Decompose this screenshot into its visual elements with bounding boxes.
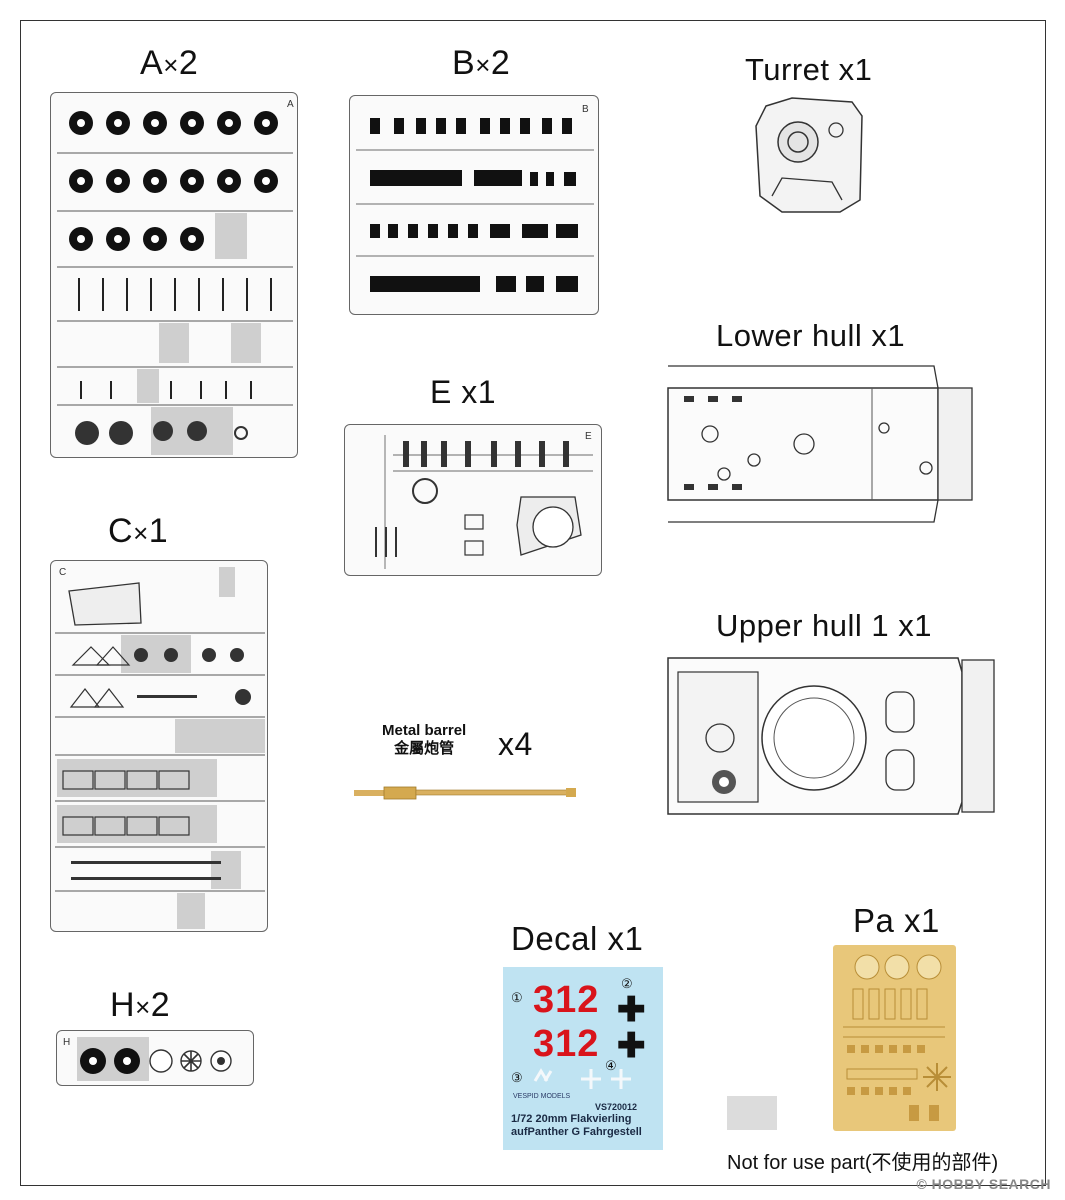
- white-cross-decals: [533, 1068, 631, 1089]
- sprue-h-tag: H: [63, 1037, 70, 1048]
- upper-hull-drawing: [667, 657, 995, 815]
- photo-etch-fret: [833, 945, 956, 1131]
- decal-code: VS720012: [595, 1102, 638, 1112]
- sprue-e-label: E x1: [430, 374, 497, 410]
- decal-marker-3: ③: [511, 1070, 523, 1085]
- sprue-a-tag: A: [287, 99, 294, 110]
- decal-caption: 1/72 20mm Flakvierling aufPanther G Fahr…: [511, 1113, 642, 1138]
- decal-label: Decal x1: [511, 920, 644, 957]
- not-for-use-note: Not for use part(不使用的部件): [727, 1152, 999, 1174]
- sprue-c-tag: C: [59, 567, 66, 578]
- sprue-b: B: [349, 95, 599, 315]
- sprue-b-tag: B: [582, 104, 589, 115]
- sprue-a-label: A×2: [140, 44, 199, 82]
- watermark: © HOBBY SEARCH: [916, 1176, 1051, 1192]
- metal-barrel-qty: x4: [498, 726, 533, 762]
- sprue-b-drawing: B: [356, 104, 594, 292]
- metal-barrel-drawing: [354, 786, 576, 800]
- lower-hull-drawing: [667, 365, 973, 523]
- sprue-h-drawing: H: [63, 1037, 232, 1081]
- sprue-b-label: B×2: [452, 44, 511, 82]
- turret-label: Turret x1: [745, 52, 873, 87]
- sprue-c-drawing: C: [55, 567, 265, 929]
- sprue-a-drawing: A: [57, 99, 294, 455]
- not-for-use-swatch: [727, 1096, 777, 1130]
- decal-marker-4: ④: [605, 1058, 617, 1073]
- metal-barrel-label: Metal barrel 金屬炮管: [382, 722, 467, 757]
- photo-etch-drawing: [843, 954, 951, 1121]
- decal-number-bottom: 312: [533, 1023, 600, 1065]
- decal-brand-logo: VESPID MODELS: [513, 1093, 571, 1100]
- decal-sheet: ① 312 ② ✚ 312 ✚ ③ ④ VESPID MODELS VS7200…: [503, 967, 663, 1150]
- decal-number-top: 312: [533, 979, 600, 1021]
- sprue-e: E: [344, 424, 602, 576]
- balkenkreuz-icon: ✚: [617, 1027, 646, 1065]
- sprue-a: A: [50, 92, 298, 458]
- balkenkreuz-icon: ✚: [617, 991, 646, 1029]
- page-frame: [20, 20, 1046, 1186]
- sprue-c-label: C×1: [108, 512, 169, 550]
- decal-marker-2: ②: [621, 976, 633, 991]
- sprue-c: C: [50, 560, 268, 932]
- sprue-e-drawing: E: [375, 431, 593, 569]
- sprue-h-label: H×2: [110, 986, 171, 1024]
- sprue-e-tag: E: [585, 431, 592, 442]
- decal-marker-1: ①: [511, 990, 523, 1005]
- sprue-h: H: [56, 1030, 254, 1086]
- pe-label: Pa x1: [853, 902, 940, 939]
- lower-hull-label: Lower hull x1: [716, 318, 906, 353]
- upper-hull-label: Upper hull 1 x1: [716, 608, 933, 643]
- turret-drawing: [755, 97, 863, 213]
